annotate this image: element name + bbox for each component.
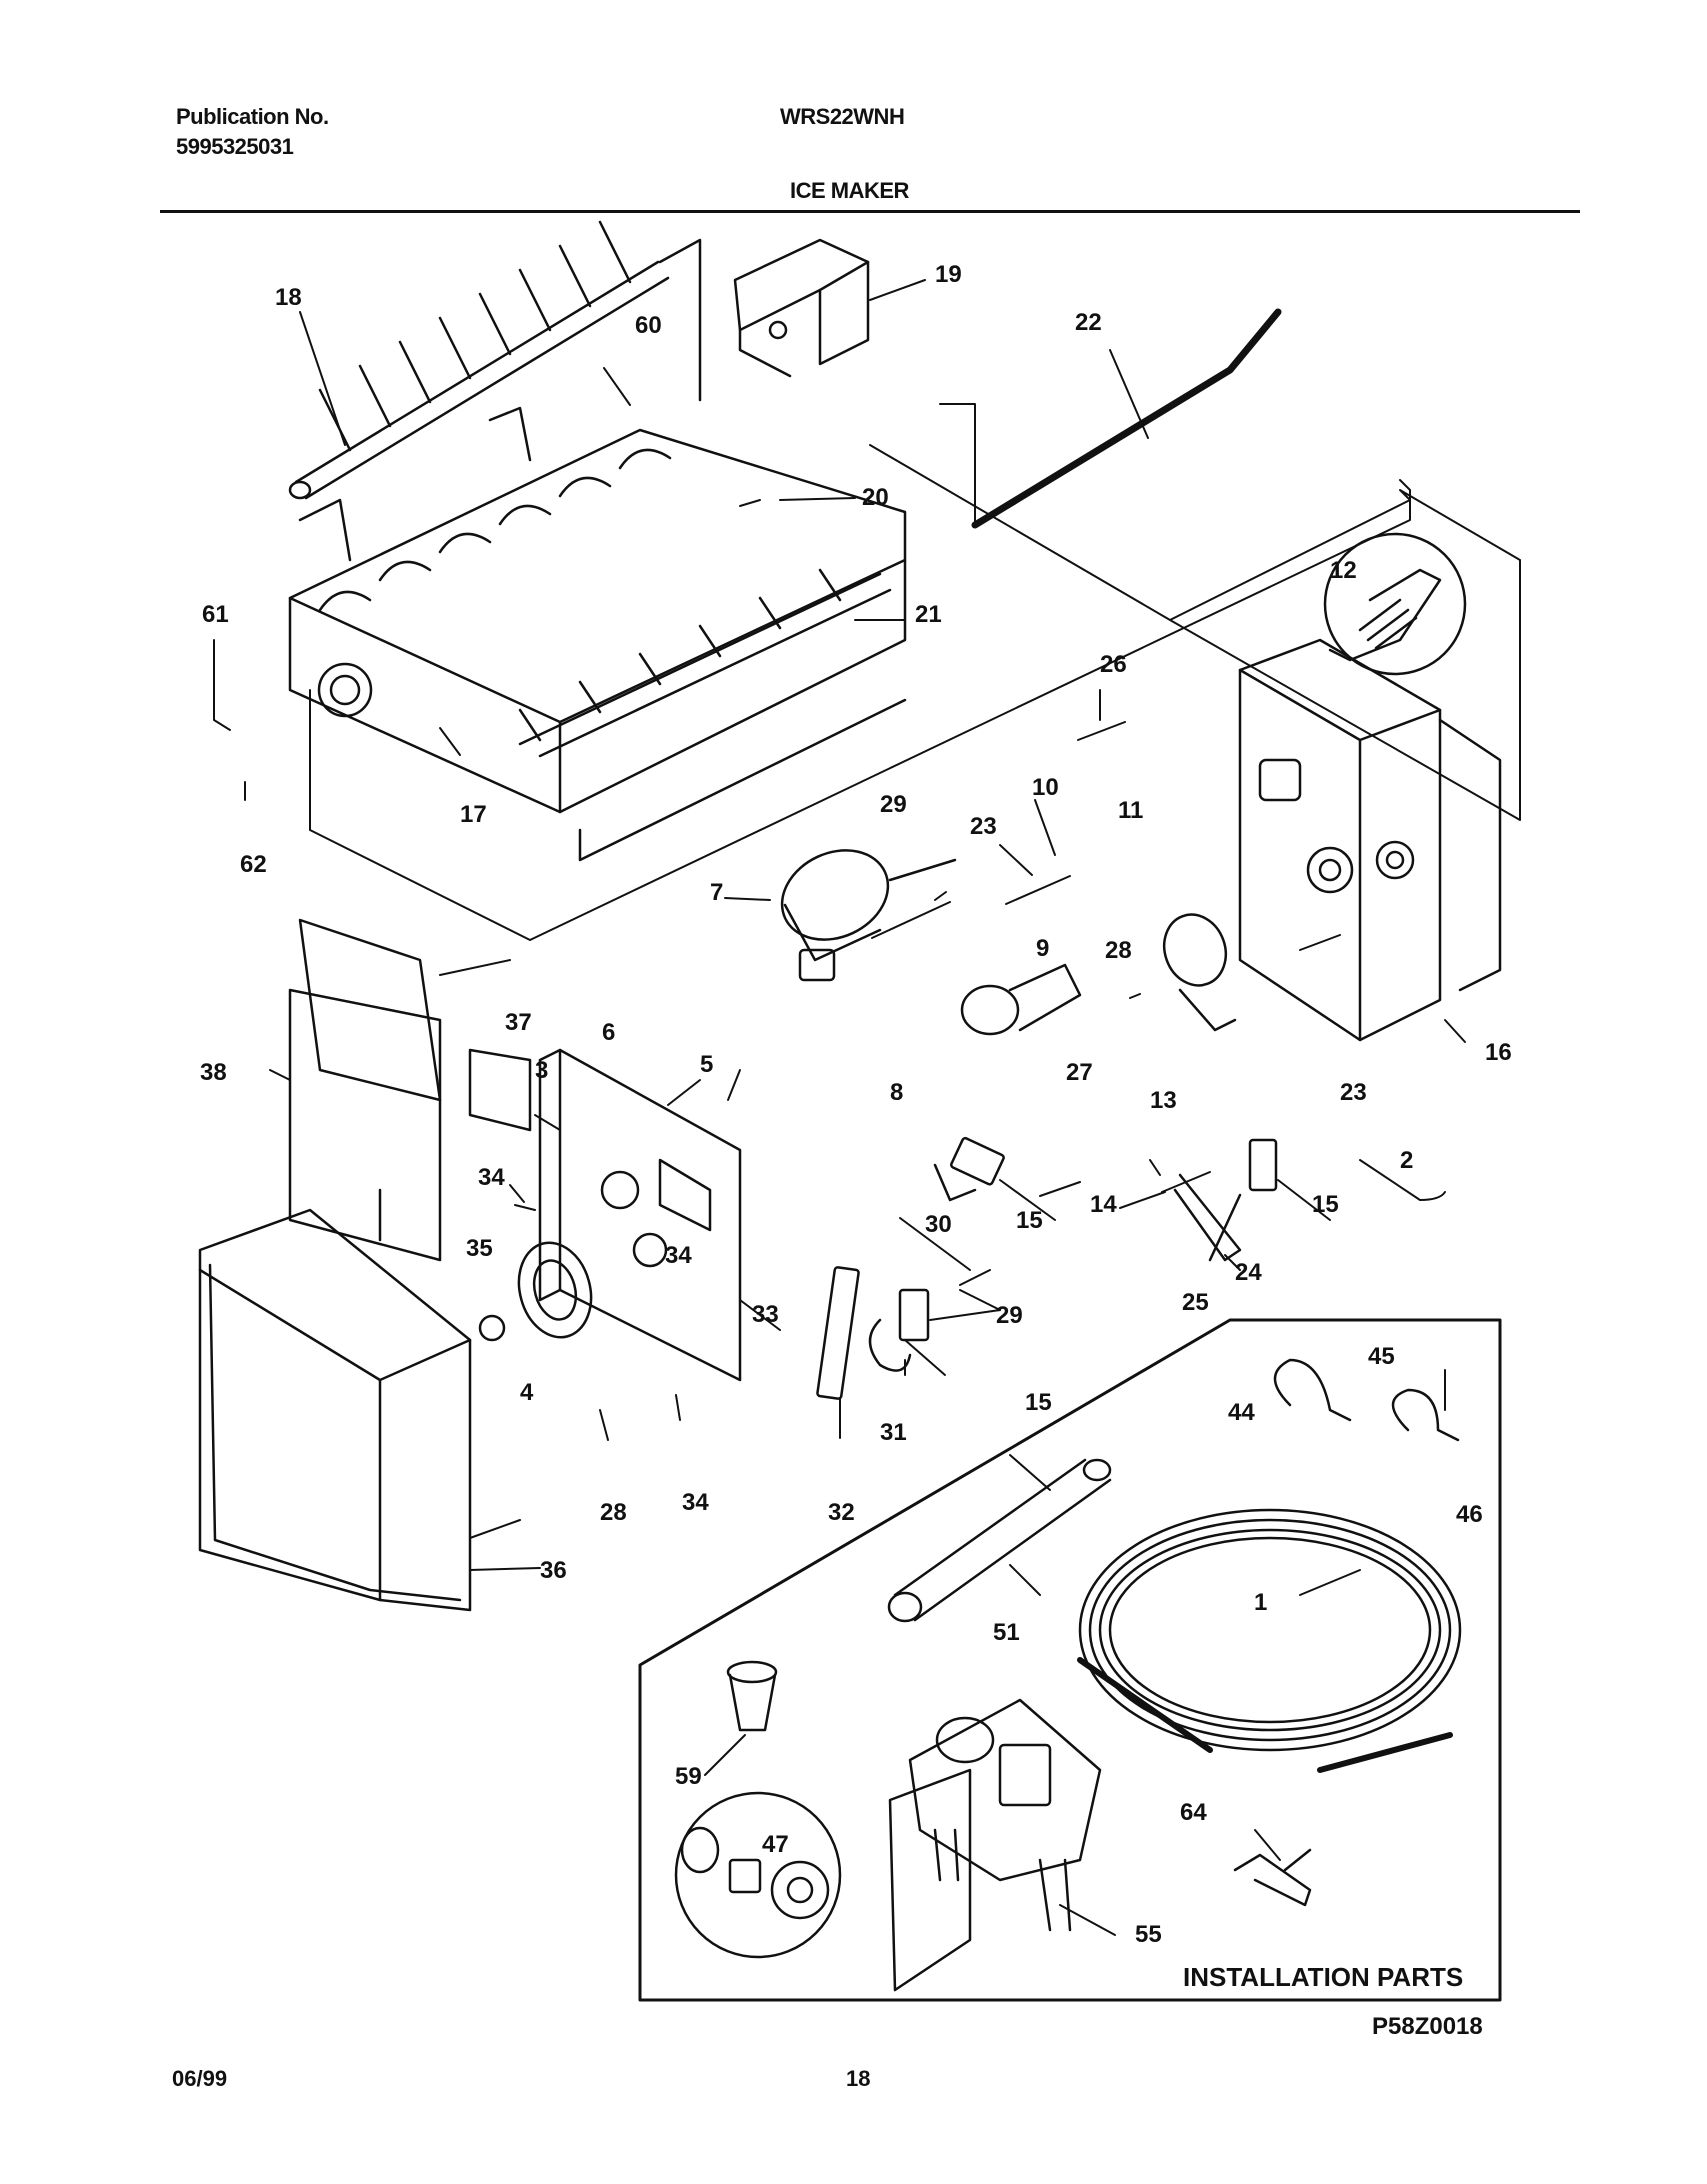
mounting-bracket — [733, 238, 870, 378]
callout-25: 25 — [1182, 1289, 1209, 1316]
footer-date: 06/99 — [172, 2066, 228, 2091]
callout-19: 19 — [935, 261, 962, 288]
switches — [868, 1136, 1278, 1372]
callout-62: 62 — [240, 851, 267, 878]
drive-motor — [780, 849, 957, 982]
retainer-strip — [816, 1266, 860, 1400]
water-valve — [888, 1698, 1102, 1992]
leader-lines — [213, 279, 1466, 1936]
inlet-screen-detail — [674, 1791, 842, 1959]
callout-18: 18 — [275, 284, 302, 311]
callout-10: 10 — [1032, 774, 1059, 801]
callout-20: 20 — [862, 484, 889, 511]
control-housing — [1238, 638, 1502, 1042]
callout-38: 38 — [200, 1059, 227, 1086]
callout-59: 59 — [675, 1763, 702, 1790]
callout-15: 15 — [1016, 1207, 1043, 1234]
ice-mold — [288, 406, 907, 862]
callout-64: 64 — [1180, 1799, 1207, 1826]
callout-9: 9 — [1036, 935, 1049, 962]
callout-61: 61 — [202, 601, 229, 628]
wire-connector-detail — [1323, 532, 1467, 676]
callout-46: 46 — [1456, 1501, 1483, 1528]
screws — [514, 367, 1341, 1441]
callout-5: 5 — [700, 1051, 713, 1078]
mounting-plate — [538, 1048, 742, 1382]
drawing-code: P58Z0018 — [1372, 2013, 1483, 2040]
callout-36: 36 — [540, 1557, 567, 1584]
installation-parts-box — [638, 1318, 1502, 2002]
callout-4: 4 — [520, 1379, 534, 1406]
thermostat — [960, 963, 1082, 1036]
section-title: ICE MAKER — [790, 178, 909, 203]
callout-35: 35 — [466, 1235, 493, 1262]
callout-3: 3 — [535, 1057, 548, 1084]
callout-22: 22 — [1075, 309, 1102, 336]
publication-label: Publication No. — [176, 104, 329, 129]
callout-26: 26 — [1100, 651, 1127, 678]
callout-34: 34 — [665, 1242, 692, 1269]
fitting — [726, 1660, 778, 1732]
callout-16: 16 — [1485, 1039, 1512, 1066]
callout-30: 30 — [925, 1211, 952, 1238]
callout-23: 23 — [1340, 1079, 1367, 1106]
insulation-cover — [288, 918, 532, 1262]
callout-45: 45 — [1368, 1343, 1395, 1370]
callout-12: 12 — [1330, 557, 1357, 584]
callout-7: 7 — [710, 879, 723, 906]
publication-number: 5995325031 — [176, 134, 294, 159]
callout-60: 60 — [635, 312, 662, 339]
callout-8: 8 — [890, 1079, 903, 1106]
callout-51: 51 — [993, 1619, 1020, 1646]
installation-parts-label: INSTALLATION PARTS — [1183, 1962, 1463, 1992]
callout-37: 37 — [505, 1009, 532, 1036]
mounting-clip — [1233, 1848, 1312, 1907]
callout-29: 29 — [996, 1302, 1023, 1329]
tubing-clamps — [1273, 1358, 1460, 1442]
callout-34: 34 — [682, 1489, 709, 1516]
callout-15: 15 — [1025, 1389, 1052, 1416]
callout-17: 17 — [460, 801, 487, 828]
callout-33: 33 — [752, 1301, 779, 1328]
callout-6: 6 — [602, 1019, 615, 1046]
callout-34: 34 — [478, 1164, 505, 1191]
callout-28: 28 — [600, 1499, 627, 1526]
callout-31: 31 — [880, 1419, 907, 1446]
drive-gear — [478, 1241, 593, 1342]
callout-11: 11 — [1118, 797, 1143, 824]
heater-wire — [971, 308, 1282, 529]
ice-ejector — [288, 220, 702, 500]
callout-32: 32 — [828, 1499, 855, 1526]
header-rule — [160, 210, 1580, 213]
callout-15: 15 — [1312, 1191, 1339, 1218]
callout-27: 27 — [1066, 1059, 1093, 1086]
water-supply-tubing — [1077, 1508, 1462, 1773]
callout-1: 1 — [1254, 1589, 1267, 1616]
model-number: WRS22WNH — [780, 104, 905, 129]
footer-page-number: 18 — [846, 2066, 871, 2091]
shut-off-arm — [1162, 913, 1237, 1032]
lever-arm — [1173, 1173, 1242, 1262]
callout-2: 2 — [1400, 1147, 1413, 1174]
callout-21: 21 — [915, 601, 942, 628]
front-cover — [198, 1208, 472, 1612]
assembly-outline — [309, 444, 1521, 941]
callout-44: 44 — [1228, 1399, 1255, 1426]
water-tube-sleeve — [887, 1458, 1112, 1623]
callout-14: 14 — [1090, 1191, 1117, 1218]
callout-13: 13 — [1150, 1087, 1177, 1114]
callout-24: 24 — [1235, 1259, 1262, 1286]
callout-29: 29 — [880, 791, 907, 818]
callout-55: 55 — [1135, 1921, 1162, 1948]
callout-28: 28 — [1105, 937, 1132, 964]
callout-23: 23 — [970, 813, 997, 840]
callout-47: 47 — [762, 1831, 789, 1858]
